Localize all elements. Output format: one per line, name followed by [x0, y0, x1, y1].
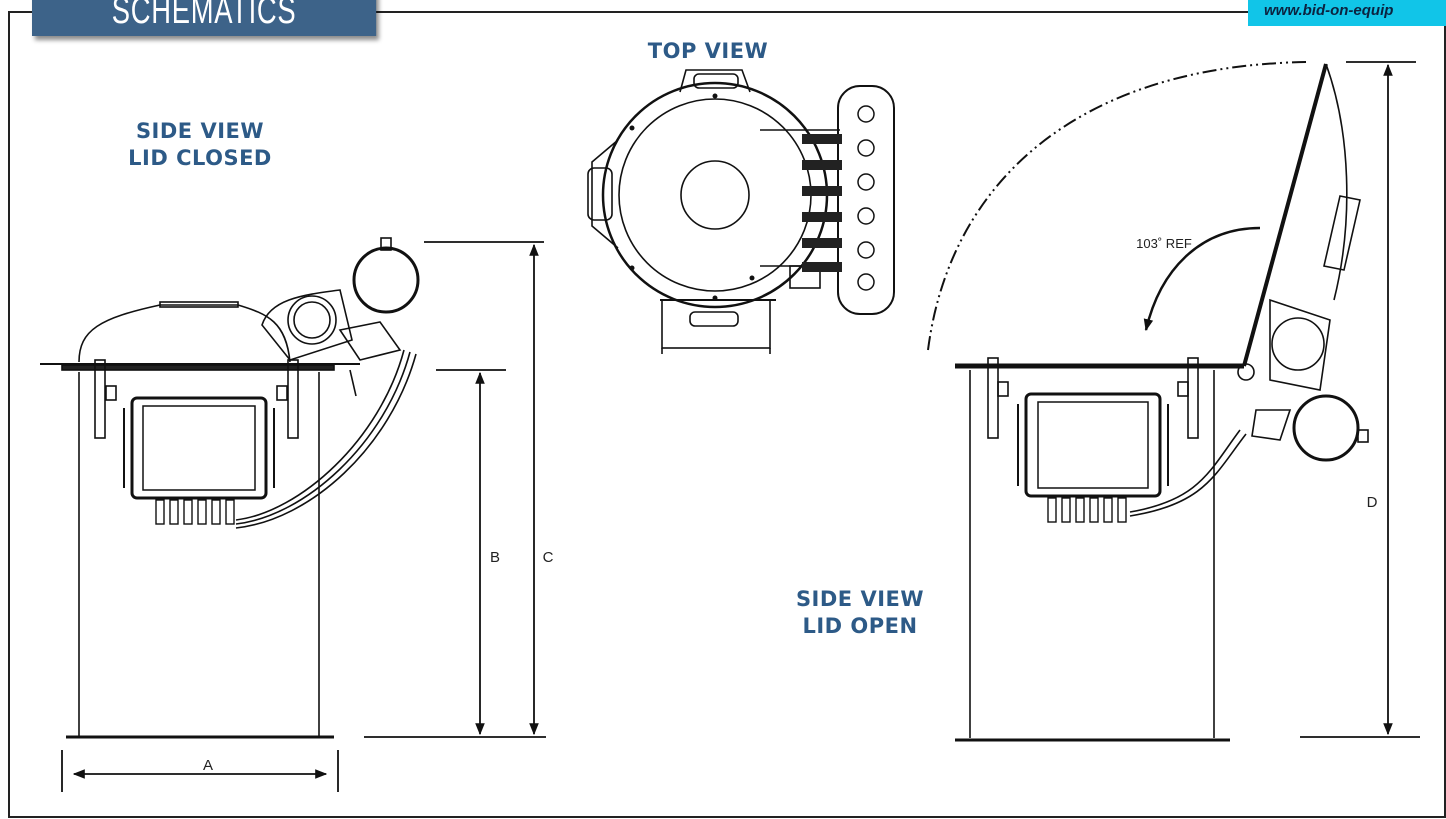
page-border — [8, 11, 1446, 818]
lid-swing-arc — [927, 61, 1309, 351]
dimension-d-label: D — [1367, 494, 1378, 511]
top-view-title: TOP VIEW — [647, 39, 769, 63]
side-view-open-line2: LID OPEN — [802, 614, 918, 638]
side-view-closed-title: SIDE VIEW LID CLOSED — [100, 118, 300, 172]
angle-arrow — [1143, 226, 1261, 332]
top-view-drawing — [587, 69, 895, 354]
side-view-closed-line2: LID CLOSED — [128, 146, 272, 170]
angle-label: 103˚ REF — [1136, 236, 1192, 251]
dimension-lines-closed — [61, 241, 546, 792]
website-banner: www.bid-on-equip — [1248, 0, 1446, 26]
section-title-tab: SCHEMATICS — [32, 0, 377, 36]
side-view-open-drawing — [955, 63, 1369, 742]
side-view-closed-drawing — [40, 237, 420, 739]
side-view-closed-line1: SIDE VIEW — [135, 119, 265, 143]
side-view-open-title: SIDE VIEW LID OPEN — [760, 586, 960, 640]
dimension-c-label: C — [543, 549, 554, 566]
dimension-a-label: A — [203, 757, 213, 774]
dimension-lines-open — [1300, 61, 1420, 738]
side-view-open-line1: SIDE VIEW — [795, 587, 925, 611]
dimension-b-label: B — [490, 549, 500, 566]
